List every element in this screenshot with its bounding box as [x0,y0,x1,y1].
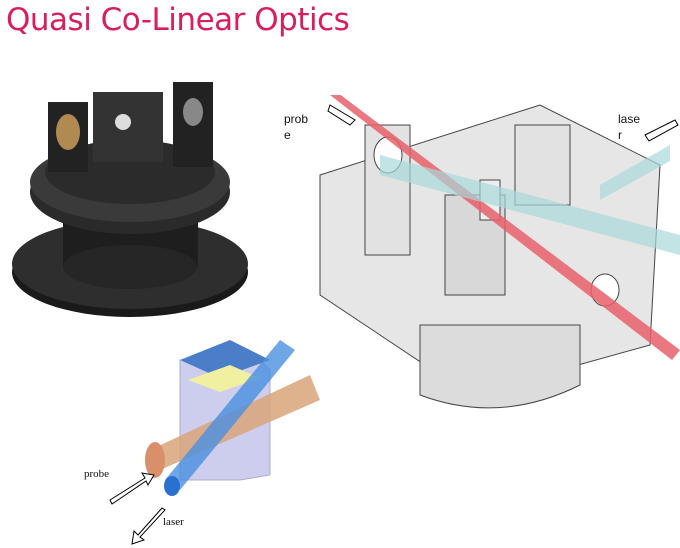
cad-drawing [319,95,680,409]
schematic-laser-label: laser [163,516,184,528]
cad-laser-label-2: r [618,128,622,142]
laser-beam [380,155,680,255]
cad-probe-label-2: e [284,128,291,142]
schematic-probe-label: probe [84,468,110,480]
cuvette-schematic [109,340,320,545]
cad-probe-label-1: prob [284,112,309,126]
probe-beam [330,95,680,360]
probe-arrow-icon [327,104,356,126]
probe-arrow-icon [109,472,155,505]
cad-laser-label-1: lase [618,112,641,126]
laser-arrow-icon [644,119,679,142]
laser-arrow-icon [131,507,166,545]
slide-title: Quasi Co-Linear Optics [6,2,350,38]
mount-photo [12,82,248,317]
